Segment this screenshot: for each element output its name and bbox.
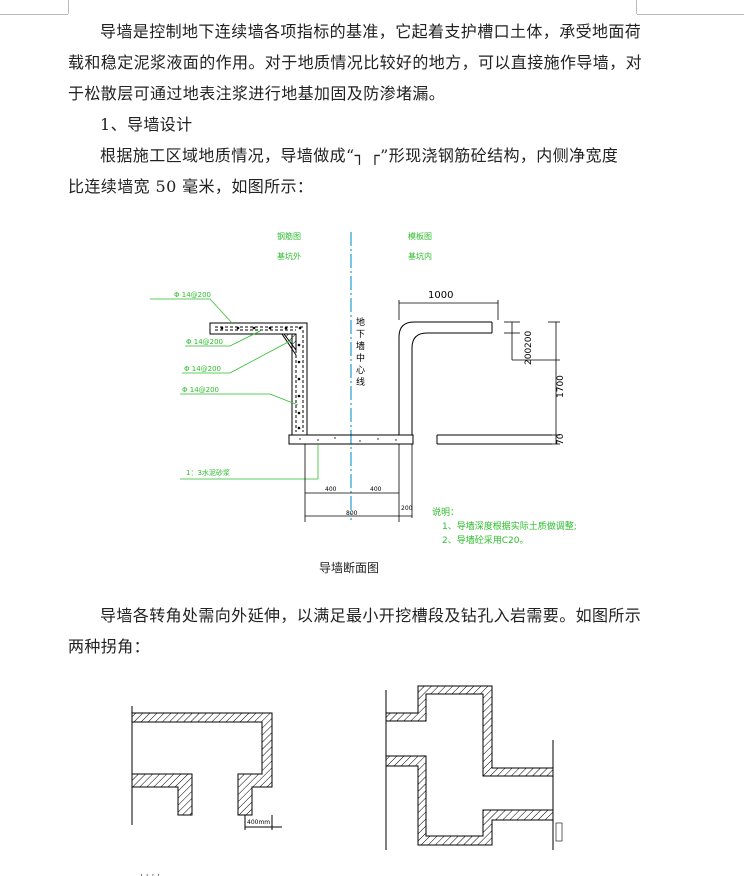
footer-fragment: · · · · bbox=[140, 871, 160, 876]
dim-right-70: 70 bbox=[556, 433, 566, 445]
corner-detail-right bbox=[385, 685, 563, 850]
corner-detail-left bbox=[131, 706, 282, 830]
para2-line1: 根据施工区域地质情况，导墙做成“┐ ┌”形现浇钢筋砼结构，内侧净宽度 bbox=[100, 146, 619, 165]
label-pit-outside: 基坑外 bbox=[277, 251, 301, 261]
svg-text:1、导墙深度根据实际土质做调整;: 1、导墙深度根据实际土质做调整; bbox=[442, 520, 577, 532]
right-dimension bbox=[398, 300, 560, 445]
para1-line3: 于松散层可通过地表注浆进行地基加固及防渗堵漏。 bbox=[68, 84, 446, 103]
crop-mark-top-left-h bbox=[0, 14, 68, 15]
dim-bottom-400b: 400 bbox=[370, 486, 382, 493]
rebar-label-3: Φ 14@200 bbox=[184, 365, 221, 373]
dim-bottom-200: 200 bbox=[401, 505, 413, 512]
paragraph-2: 根据施工区域地质情况，导墙做成“┐ ┌”形现浇钢筋砼结构，内侧净宽度 比连续墙宽… bbox=[68, 140, 668, 202]
base-slab bbox=[288, 434, 414, 445]
svg-text:下: 下 bbox=[356, 330, 365, 340]
svg-text:说明：: 说明： bbox=[432, 506, 459, 518]
center-line-label: 地 下 墙 中 心 线 bbox=[356, 316, 365, 388]
guide-wall-section-drawing: 钢筋图 基坑外 模板图 基坑内 bbox=[150, 231, 577, 546]
paragraph-1: 导墙是控制地下连续墙各项指标的基准，它起着支护槽口土体，承受地面荷 载和稳定泥浆… bbox=[68, 16, 668, 109]
heading-text: 1、导墙设计 bbox=[100, 115, 193, 134]
slab-speckles bbox=[299, 437, 397, 442]
dim-label-400mm: 400mm bbox=[247, 819, 270, 826]
figure-caption: 导墙断面图 bbox=[319, 561, 380, 575]
label-rebar-drawing: 钢筋图 bbox=[277, 231, 301, 241]
mortar-label: 1：3水泥砂浆 bbox=[186, 468, 230, 477]
svg-text:线: 线 bbox=[356, 376, 365, 388]
paragraph-3: 导墙各转角处需向外延伸，以满足最小开挖槽段及钻孔入岩需要。如图所示 两种拐角： bbox=[68, 600, 668, 662]
svg-text:地: 地 bbox=[356, 316, 365, 328]
svg-text:墙: 墙 bbox=[356, 340, 365, 352]
para1-line2: 载和稳定泥浆液面的作用。对于地质情况比较好的地方，可以直接施作导墙，对 bbox=[68, 53, 643, 72]
bottom-dimensions bbox=[304, 444, 413, 522]
dim-right-200a: 200 bbox=[524, 331, 534, 348]
label-pit-inside: 基坑内 bbox=[408, 251, 432, 261]
dim-top-1000: 1000 bbox=[428, 290, 453, 301]
label-formwork-drawing: 模板图 bbox=[408, 231, 432, 241]
dim-right-200b: 200 bbox=[524, 348, 534, 365]
rebar-label-2: Φ 14@200 bbox=[186, 338, 223, 346]
drawing-notes: 说明： 1、导墙深度根据实际土质做调整; 2、导墙砼采用C20。 bbox=[432, 506, 577, 546]
para2-line2: 比连续墙宽 50 毫米，如图所示： bbox=[68, 177, 314, 196]
dim-bottom-800: 800 bbox=[346, 510, 358, 517]
rebar-leaders bbox=[150, 298, 319, 480]
rebar-label-4: Φ 14@200 bbox=[182, 386, 219, 394]
svg-text:中: 中 bbox=[356, 352, 365, 364]
dim-bottom-400a: 400 bbox=[325, 486, 337, 493]
para1-line1: 导墙是控制地下连续墙各项指标的基准，它起着支护槽口土体，承受地面荷 bbox=[100, 22, 642, 41]
para3-line1: 导墙各转角处需向外延伸，以满足最小开挖槽段及钻孔入岩需要。如图所示 bbox=[100, 606, 642, 625]
crop-mark-top-right bbox=[636, 0, 637, 14]
rebar-label-1: Φ 14@200 bbox=[174, 291, 211, 299]
rebar-dots bbox=[220, 326, 302, 430]
para3-line2: 两种拐角： bbox=[68, 637, 151, 656]
right-guide-wall bbox=[398, 321, 552, 445]
crop-mark-top-left bbox=[68, 0, 69, 14]
heading-wall-design: 1、导墙设计 bbox=[68, 109, 668, 140]
svg-text:2、导墙砼采用C20。: 2、导墙砼采用C20。 bbox=[442, 534, 528, 546]
crop-mark-top-right-h bbox=[637, 14, 744, 15]
svg-text:心: 心 bbox=[356, 365, 365, 376]
dim-right-1700: 1700 bbox=[556, 375, 566, 398]
